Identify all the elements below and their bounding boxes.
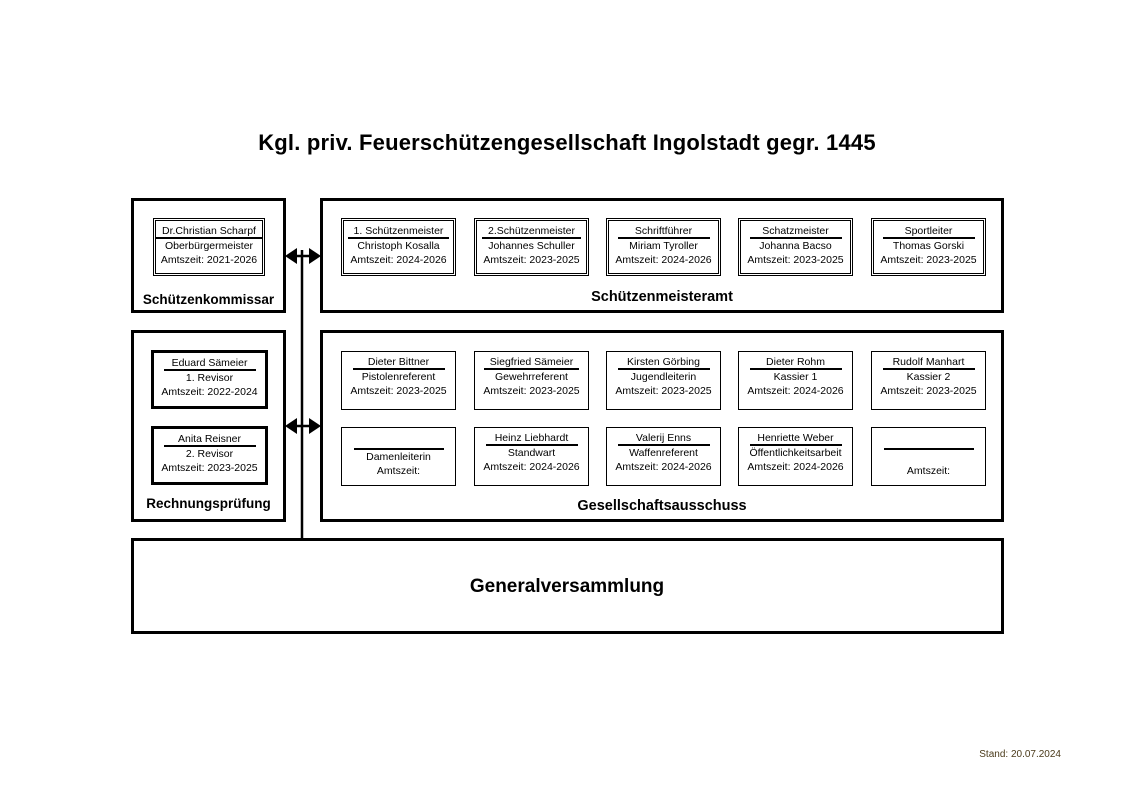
card-name: Schatzmeister <box>749 225 842 239</box>
chart-title: Kgl. priv. Feuerschützengesellschaft Ing… <box>258 130 876 155</box>
card-name-blank <box>883 436 974 450</box>
card-term: Amtszeit: 2023-2025 <box>483 254 580 266</box>
card-name: Siegfried Sämeier <box>483 356 580 370</box>
card-role: Kassier 2 <box>906 371 951 383</box>
kommissar-card: Dr.Christian Scharpf Oberbürgermeister A… <box>153 218 265 276</box>
card-name: Anita Reisner <box>163 433 256 447</box>
card-name: Rudolf Manhart <box>882 356 975 370</box>
ausschuss-card: Dieter Rohm Kassier 1 Amtszeit: 2024-202… <box>738 351 853 410</box>
card-term: Amtszeit: 2022-2024 <box>161 386 258 398</box>
card-role: Öffentlichkeitsarbeit <box>749 447 842 459</box>
generalversammlung-label: Generalversammlung <box>469 576 665 597</box>
card-term: Amtszeit: 2023-2025 <box>615 385 712 397</box>
ausschuss-card: Damenleiterin Amtszeit: <box>341 427 456 486</box>
schuetzenmeisteramt-panel: 1. Schützenmeister Christoph Kosalla Amt… <box>320 198 1004 313</box>
card-term: Amtszeit: 2024-2026 <box>747 385 844 397</box>
card-term: Amtszeit: 2024-2026 <box>615 254 712 266</box>
meisteramt-card: Sportleiter Thomas Gorski Amtszeit: 2023… <box>871 218 986 276</box>
card-role: Johanna Bacso <box>759 240 832 252</box>
card-role: Christoph Kosalla <box>357 240 440 252</box>
card-name: Dieter Rohm <box>749 356 842 370</box>
meisteramt-card: Schatzmeister Johanna Bacso Amtszeit: 20… <box>738 218 853 276</box>
card-role: Waffenreferent <box>629 447 698 459</box>
card-role: Thomas Gorski <box>892 240 965 252</box>
card-name: Dieter Bittner <box>352 356 445 370</box>
meisteramt-card: Schriftführer Miriam Tyroller Amtszeit: … <box>606 218 721 276</box>
card-term: Amtszeit: 2021-2026 <box>160 254 258 266</box>
panel-label: Rechnungsprüfung <box>146 496 271 511</box>
card-role: Damenleiterin <box>366 451 431 463</box>
ausschuss-card: Amtszeit: <box>871 427 986 486</box>
card-role: Jugendleiterin <box>630 371 697 383</box>
card-name: Kirsten Görbing <box>617 356 710 370</box>
card-name: Heinz Liebhardt <box>485 432 578 446</box>
card-name: Henriette Weber <box>749 432 842 446</box>
double-arrow-middle <box>285 418 321 434</box>
panel-label: Schützenkommissar <box>142 292 275 307</box>
ausschuss-card: Valerij Enns Waffenreferent Amtszeit: 20… <box>606 427 721 486</box>
ausschuss-card: Siegfried Sämeier Gewehrreferent Amtszei… <box>474 351 589 410</box>
card-name: 1. Schützenmeister <box>347 225 450 239</box>
card-term: Amtszeit: <box>906 465 951 477</box>
card-term: Amtszeit: 2023-2025 <box>350 385 447 397</box>
panel-label: Gesellschaftsausschuss <box>577 498 747 514</box>
card-name: Eduard Sämeier <box>163 357 256 371</box>
double-arrow-top <box>285 248 321 264</box>
meisteramt-card: 2.Schützenmeister Johannes Schuller Amts… <box>474 218 589 276</box>
ausschuss-card: Dieter Bittner Pistolenreferent Amtszeit… <box>341 351 456 410</box>
card-name-blank <box>353 436 444 450</box>
rechnungspruefung-panel: Eduard Sämeier 1. Revisor Amtszeit: 2022… <box>131 330 286 522</box>
ausschuss-card: Henriette Weber Öffentlichkeitsarbeit Am… <box>738 427 853 486</box>
card-role: Kassier 1 <box>773 371 818 383</box>
card-role <box>872 450 985 464</box>
card-term: Amtszeit: 2023-2025 <box>483 385 580 397</box>
schuetzenkommissar-panel: Dr.Christian Scharpf Oberbürgermeister A… <box>131 198 286 313</box>
card-term: Amtszeit: 2023-2025 <box>880 385 977 397</box>
card-term: Amtszeit: 2023-2025 <box>747 254 844 266</box>
card-term: Amtszeit: 2023-2025 <box>161 462 258 474</box>
card-name: Sportleiter <box>882 225 975 239</box>
ausschuss-card: Kirsten Görbing Jugendleiterin Amtszeit:… <box>606 351 721 410</box>
card-role: Gewehrreferent <box>495 371 568 383</box>
stand-date: Stand: 20.07.2024 <box>979 749 1061 760</box>
panel-label: Schützenmeisteramt <box>591 289 733 305</box>
card-term: Amtszeit: 2024-2026 <box>615 461 712 473</box>
card-role: Miriam Tyroller <box>629 240 698 252</box>
ausschuss-card: Rudolf Manhart Kassier 2 Amtszeit: 2023-… <box>871 351 986 410</box>
card-role: Standwart <box>507 447 556 459</box>
ausschuss-card: Heinz Liebhardt Standwart Amtszeit: 2024… <box>474 427 589 486</box>
card-role: Oberbürgermeister <box>164 240 254 252</box>
meisteramt-card: 1. Schützenmeister Christoph Kosalla Amt… <box>341 218 456 276</box>
card-term: Amtszeit: 2023-2025 <box>880 254 977 266</box>
revisor-card: Anita Reisner 2. Revisor Amtszeit: 2023-… <box>151 426 268 485</box>
card-name: Valerij Enns <box>617 432 710 446</box>
gesellschaftsausschuss-panel: Dieter Bittner Pistolenreferent Amtszeit… <box>320 330 1004 522</box>
card-role: Pistolenreferent <box>361 371 436 383</box>
revisor-card: Eduard Sämeier 1. Revisor Amtszeit: 2022… <box>151 350 268 409</box>
card-term: Amtszeit: <box>376 465 421 477</box>
card-term: Amtszeit: 2024-2026 <box>747 461 844 473</box>
card-term: Amtszeit: 2024-2026 <box>483 461 580 473</box>
card-role: 1. Revisor <box>185 372 234 384</box>
card-role: 2. Revisor <box>185 448 234 460</box>
card-name: Dr.Christian Scharpf <box>156 225 262 239</box>
card-term: Amtszeit: 2024-2026 <box>350 254 447 266</box>
generalversammlung-panel <box>131 538 1004 634</box>
card-name: Schriftführer <box>617 225 710 239</box>
card-name: 2.Schützenmeister <box>482 225 581 239</box>
card-role: Johannes Schuller <box>488 240 575 252</box>
